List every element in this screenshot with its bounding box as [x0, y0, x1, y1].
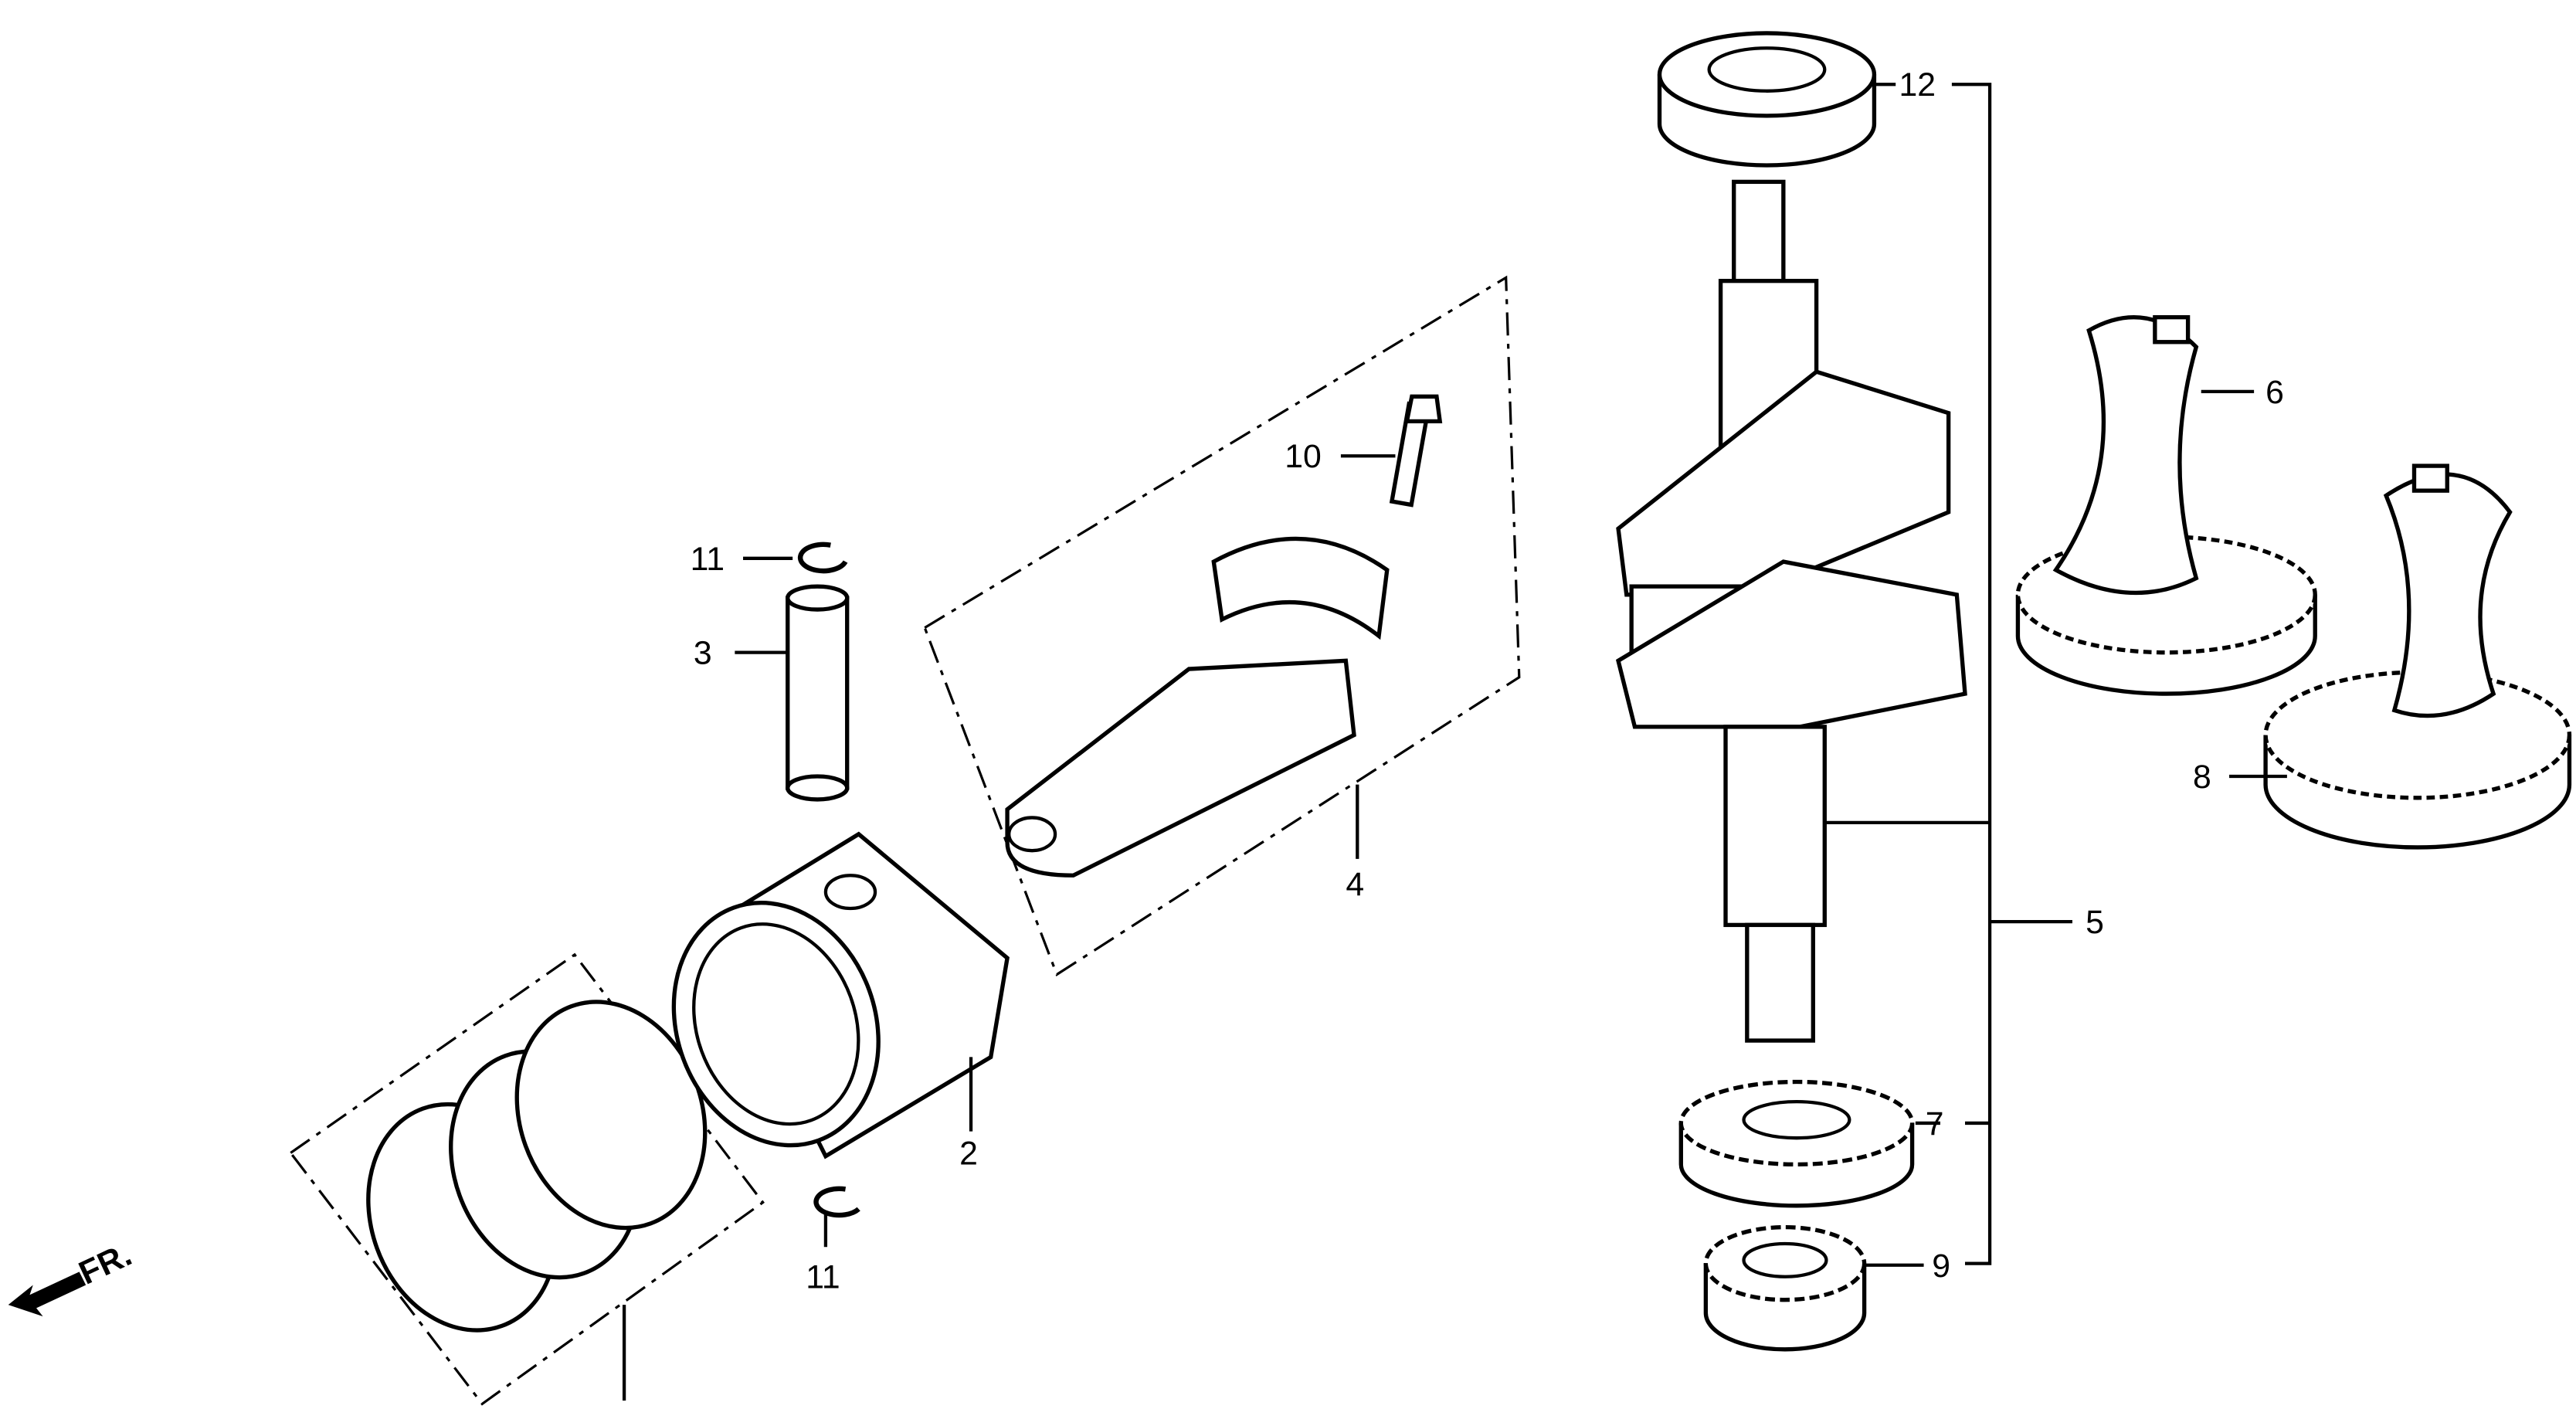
assembly-bracket: [1824, 83, 2072, 1265]
callout-7: 7: [1926, 1105, 1944, 1142]
callout-6: 6: [2265, 374, 2284, 411]
crankshaft-gear-upper[interactable]: [1678, 1079, 1915, 1208]
piston-rings[interactable]: [288, 952, 765, 1406]
callout-12: 12: [1899, 66, 1936, 104]
balancer-weight-upper[interactable]: [2015, 315, 2317, 696]
callout-4: 4: [1346, 866, 1364, 903]
connecting-rod-set[interactable]: [923, 275, 1521, 976]
callout-3: 3: [694, 635, 712, 672]
piston-pin-clip-lower[interactable]: [813, 1186, 860, 1218]
crankshaft-gear-lower[interactable]: [1703, 1224, 1867, 1352]
radial-ball-bearing[interactable]: [1657, 31, 1877, 168]
piston[interactable]: [640, 831, 1010, 1174]
callout-2: 2: [959, 1135, 978, 1172]
callout-11-upper: 11: [691, 541, 725, 578]
callout-9: 9: [1932, 1248, 1950, 1285]
callout-8: 8: [2193, 759, 2211, 796]
piston-pin[interactable]: [786, 584, 850, 802]
callout-10: 10: [1285, 438, 1322, 475]
crankshaft[interactable]: [1615, 179, 1967, 1043]
callout-1: 1: [614, 1407, 633, 1409]
balancer-weight-lower[interactable]: [2263, 463, 2572, 850]
front-direction-arrow-icon: [8, 1271, 87, 1317]
piston-pin-clip-upper[interactable]: [797, 542, 848, 574]
callout-5: 5: [2086, 904, 2104, 941]
callout-11-lower: 11: [806, 1259, 840, 1296]
